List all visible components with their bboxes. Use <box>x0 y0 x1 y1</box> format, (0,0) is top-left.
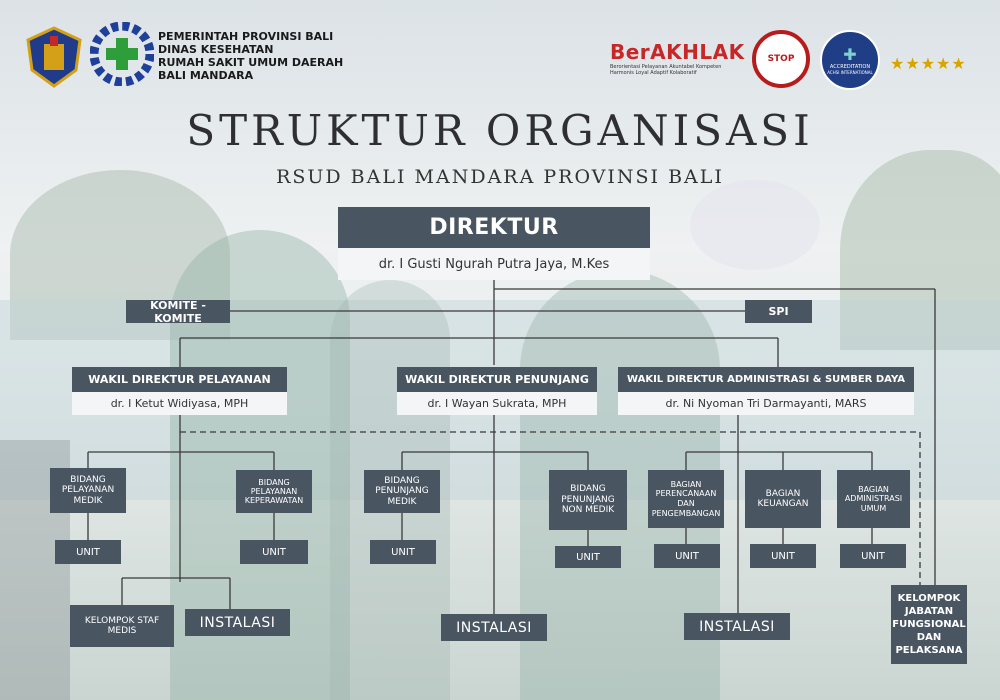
instalasi-penunjang: INSTALASI <box>441 614 547 641</box>
instalasi-administrasi: INSTALASI <box>684 613 790 640</box>
page-title: STRUKTUR ORGANISASI <box>186 106 814 155</box>
accreditation-badge: ✚ ACCREDITATION ACHSI INTERNATIONAL <box>820 30 880 90</box>
wakil-penunjang-title: WAKIL DIREKTUR PENUNJANG <box>397 367 597 392</box>
unit-box: UNIT <box>750 544 816 568</box>
wakil-pelayanan-name: dr. I Ketut Widiyasa, MPH <box>72 392 287 415</box>
direktur-title: DIREKTUR <box>338 207 650 248</box>
bidang-penunjang-non-medik: BIDANG PENUNJANG NON MEDIK <box>549 470 627 530</box>
bg-lamp <box>690 180 820 270</box>
header-line-1: PEMERINTAH PROVINSI BALI <box>158 30 334 43</box>
accreditation-sub: ACHSI INTERNATIONAL <box>827 70 873 75</box>
bg-island-right <box>840 150 1000 350</box>
wakil-administrasi-title: WAKIL DIREKTUR ADMINISTRASI & SUMBER DAY… <box>618 367 914 392</box>
hospital-name-block: PEMERINTAH PROVINSI BALI DINAS KESEHATAN… <box>158 30 343 82</box>
instalasi-pelayanan: INSTALASI <box>185 609 290 636</box>
accreditation-icon: ✚ <box>843 45 857 64</box>
direktur-name: dr. I Gusti Ngurah Putra Jaya, M.Kes <box>338 248 650 280</box>
spi-box: SPI <box>745 300 812 323</box>
kelompok-jabatan-fungsional: KELOMPOK JABATAN FUNGSIONAL DAN PELAKSAN… <box>891 585 967 664</box>
bali-province-emblem <box>24 26 84 88</box>
page-subtitle: RSUD BALI MANDARA PROVINSI BALI <box>276 166 724 188</box>
header-line-3: RUMAH SAKIT UMUM DAERAH <box>158 56 344 69</box>
komite-box: KOMITE - KOMITE <box>126 299 230 325</box>
bidang-pelayanan-keperawatan: BIDANG PELAYANAN KEPERAWATAN <box>236 470 312 513</box>
rating-stars: ★★★★★ <box>890 54 967 73</box>
wakil-pelayanan-title: WAKIL DIREKTUR PELAYANAN <box>72 367 287 392</box>
bagian-administrasi-umum: BAGIAN ADMINISTRASI UMUM <box>837 470 910 528</box>
seal-text: STOP <box>767 54 795 64</box>
dinas-kesehatan-logo <box>89 21 155 87</box>
header-line-4: BALI MANDARA <box>158 69 254 82</box>
kelompok-staf-medis: KELOMPOK STAF MEDIS <box>70 605 174 647</box>
unit-box: UNIT <box>240 540 308 564</box>
bidang-penunjang-medik: BIDANG PENUNJANG MEDIK <box>364 470 440 513</box>
berakhlak-title: BerAKHLAK <box>610 40 745 64</box>
unit-box: UNIT <box>55 540 121 564</box>
bagian-keuangan: BAGIAN KEUANGAN <box>745 470 821 528</box>
bagian-perencanaan: BAGIAN PERENCANAAN DAN PENGEMBANGAN <box>648 470 724 528</box>
integrity-seal: STOP <box>752 30 810 88</box>
unit-box: UNIT <box>840 544 906 568</box>
wakil-penunjang-name: dr. I Wayan Sukrata, MPH <box>397 392 597 415</box>
wakil-administrasi-name: dr. Ni Nyoman Tri Darmayanti, MARS <box>618 392 914 415</box>
bidang-pelayanan-medik: BIDANG PELAYANAN MEDIK <box>50 468 126 513</box>
unit-box: UNIT <box>370 540 436 564</box>
header-line-2: DINAS KESEHATAN <box>158 43 274 56</box>
unit-box: UNIT <box>654 544 720 568</box>
berakhlak-logo: BerAKHLAK Berorientasi Pelayanan Akuntab… <box>610 40 745 76</box>
unit-box: UNIT <box>555 546 621 568</box>
accreditation-text: ACCREDITATION <box>829 64 871 70</box>
berakhlak-subtitle: Berorientasi Pelayanan Akuntabel Kompete… <box>610 64 722 76</box>
